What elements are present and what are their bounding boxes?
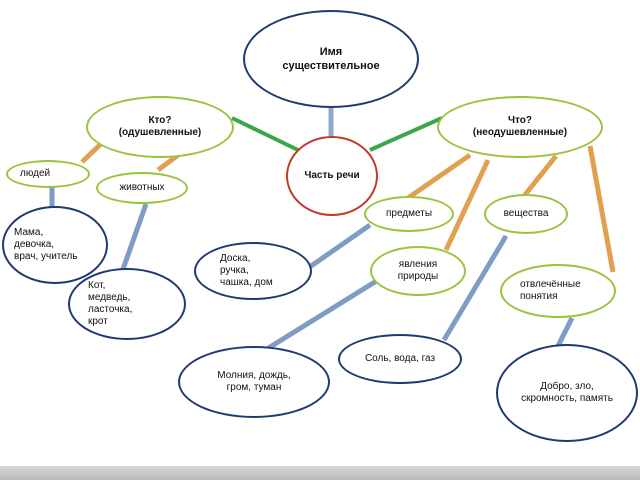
who-label: Кто? (одушевленные) — [118, 115, 202, 138]
abstract-label: отвлечённые понятия — [520, 279, 581, 302]
phenomena-label: явления природы — [397, 259, 439, 282]
objects-node: предметы — [364, 196, 454, 232]
animals-node: животных — [96, 172, 188, 204]
object-examples-label: Доска, ручка, чашка, дом — [220, 253, 273, 288]
substances-node: вещества — [484, 194, 568, 234]
people-examples-label: Мама, девочка, врач, учитель — [14, 227, 78, 262]
people-label: людей — [20, 168, 51, 179]
objects-label: предметы — [385, 208, 433, 219]
phenomena-examples-node: Молния, дождь, гром, туман — [178, 346, 330, 418]
people-node: людей — [6, 160, 90, 188]
object-examples-node: Доска, ручка, чашка, дом — [194, 242, 312, 300]
people-examples-node: Мама, девочка, врач, учитель — [2, 206, 108, 284]
connector-center-what — [369, 116, 443, 152]
connector-center-who — [231, 116, 299, 152]
connector-what-abstract — [587, 145, 616, 273]
abstract-node: отвлечённые понятия — [500, 264, 616, 318]
what-label: Что? (неодушевленные) — [472, 115, 568, 138]
root-label: Имя существительное — [282, 46, 380, 72]
abstract-examples-label: Добро, зло, скромность, память — [521, 381, 613, 404]
root-node: Имя существительное — [243, 10, 419, 108]
animal-examples-node: Кот, медведь, ласточка, крот — [68, 268, 186, 340]
who-node: Кто? (одушевленные) — [86, 96, 234, 158]
phenomena-examples-label: Молния, дождь, гром, туман — [217, 370, 291, 393]
substances-label: вещества — [503, 208, 549, 219]
abstract-examples-node: Добро, зло, скромность, память — [496, 344, 638, 442]
bottom-shadow — [0, 466, 640, 480]
connector-what-substances — [522, 154, 558, 198]
what-node: Что? (неодушевленные) — [437, 96, 603, 158]
substance-examples-node: Соль, вода, газ — [338, 334, 462, 384]
phenomena-node: явления природы — [370, 246, 466, 296]
connector-what-phenomena — [443, 158, 491, 252]
substance-examples-label: Соль, вода, газ — [364, 353, 436, 364]
connector-substances-examples — [441, 234, 509, 342]
connector-phenomena-examples — [260, 277, 380, 355]
center-node: Часть речи — [286, 136, 378, 216]
connector-animals-examples — [119, 203, 149, 273]
center-label: Часть речи — [304, 170, 360, 181]
animal-examples-label: Кот, медведь, ласточка, крот — [88, 280, 133, 327]
connector-what-objects — [406, 152, 472, 201]
connector-abstract-examples — [555, 316, 575, 348]
animals-label: животных — [119, 182, 165, 193]
